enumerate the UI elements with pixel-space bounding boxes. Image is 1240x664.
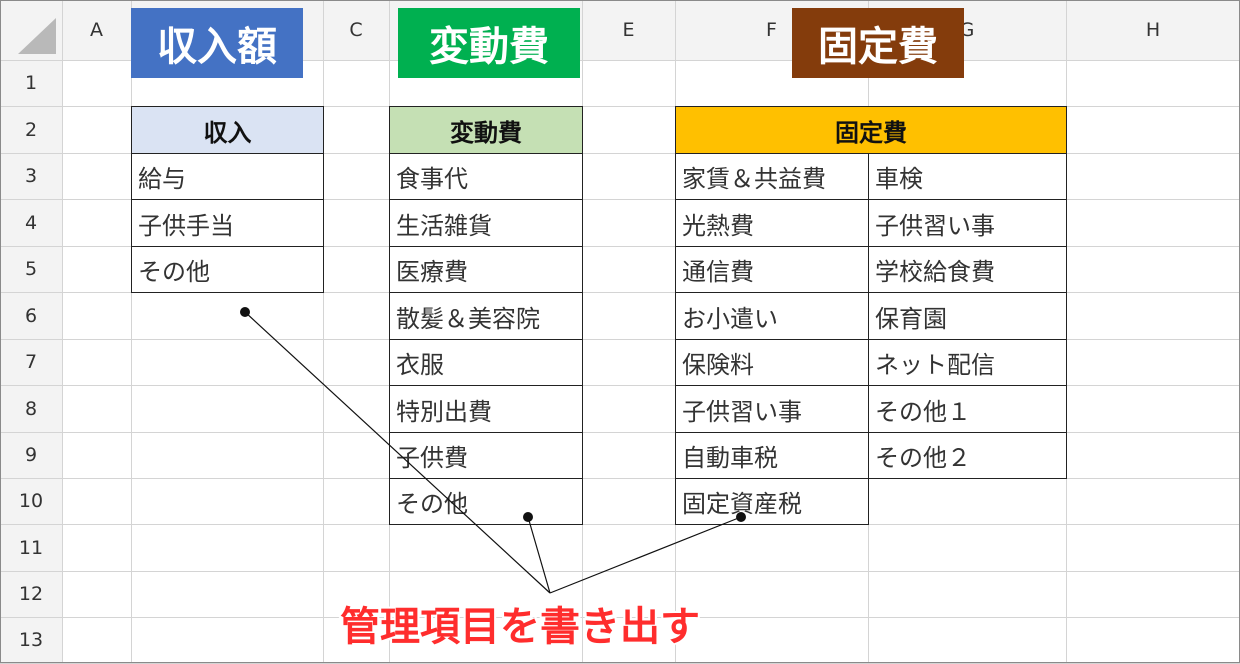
row-header-2[interactable]: 2 bbox=[24, 118, 38, 141]
select-all-corner[interactable] bbox=[0, 0, 62, 60]
callout-dot-income bbox=[240, 307, 250, 317]
gridline-horizontal bbox=[0, 106, 1240, 107]
income-table-header[interactable]: 収入 bbox=[131, 106, 324, 154]
gridline-horizontal bbox=[0, 246, 1240, 247]
column-header-e[interactable]: E bbox=[622, 19, 635, 41]
variable-item[interactable]: その他 bbox=[389, 478, 583, 525]
select-all-triangle-icon bbox=[18, 18, 56, 54]
gridline-vertical bbox=[323, 0, 324, 663]
gridline-vertical bbox=[62, 0, 63, 663]
gridline-horizontal bbox=[0, 524, 1240, 525]
variable-item[interactable]: 散髪＆美容院 bbox=[389, 292, 583, 340]
row-header-1[interactable]: 1 bbox=[24, 72, 38, 94]
gridline-horizontal bbox=[0, 292, 1240, 293]
row-header-12[interactable]: 12 bbox=[18, 583, 44, 605]
gridline-horizontal bbox=[0, 339, 1240, 340]
gridline-horizontal bbox=[0, 478, 1240, 479]
callout-line-income bbox=[244, 311, 551, 594]
row-header-9[interactable]: 9 bbox=[24, 444, 38, 466]
callout-caption: 管理項目を書き出す bbox=[340, 604, 700, 650]
row-header-6[interactable]: 6 bbox=[24, 304, 38, 327]
gridline-horizontal bbox=[0, 617, 1240, 618]
column-header-c[interactable]: C bbox=[349, 19, 363, 41]
row-header-10[interactable]: 10 bbox=[18, 490, 44, 512]
income-label-tag: 収入額 bbox=[131, 8, 303, 78]
gridline-horizontal bbox=[0, 60, 1240, 61]
gridline-horizontal bbox=[0, 432, 1240, 433]
column-header-f[interactable]: F bbox=[766, 19, 777, 41]
callout-line-variable bbox=[527, 516, 551, 594]
row-header-3[interactable]: 3 bbox=[24, 165, 38, 187]
callout-line-fixed bbox=[549, 516, 742, 594]
income-item[interactable]: その他 bbox=[131, 246, 324, 293]
gridline-vertical bbox=[131, 0, 132, 663]
variable-label-tag: 変動費 bbox=[398, 8, 580, 78]
row-header-7[interactable]: 7 bbox=[24, 351, 38, 373]
column-header-a[interactable]: A bbox=[90, 19, 103, 41]
row-header-5[interactable]: 5 bbox=[24, 258, 38, 280]
row-header-4[interactable]: 4 bbox=[24, 211, 38, 234]
row-header-8[interactable]: 8 bbox=[24, 397, 38, 420]
fixed-right-item[interactable]: その他２ bbox=[868, 432, 1067, 479]
gridline-horizontal bbox=[0, 199, 1240, 200]
gridline-horizontal bbox=[0, 571, 1240, 572]
fixed-label-tag: 固定費 bbox=[792, 8, 964, 78]
row-header-bar bbox=[0, 60, 62, 663]
variable-item[interactable]: 食事代 bbox=[389, 153, 583, 200]
gridline-horizontal bbox=[0, 385, 1240, 386]
row-header-13[interactable]: 13 bbox=[18, 629, 44, 651]
gridline-horizontal bbox=[0, 153, 1240, 154]
row-header-11[interactable]: 11 bbox=[18, 536, 44, 559]
callout-dot-variable bbox=[523, 512, 533, 522]
callout-dot-fixed bbox=[736, 512, 746, 522]
column-header-h[interactable]: H bbox=[1145, 19, 1161, 41]
